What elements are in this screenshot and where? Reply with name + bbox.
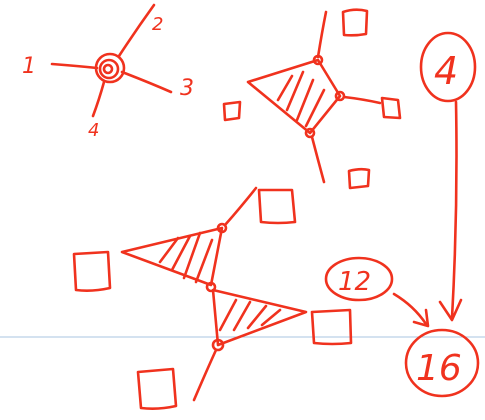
triangle-hatching — [276, 70, 326, 128]
empty-box — [341, 8, 369, 37]
triangle-outline — [246, 58, 342, 135]
leg-lower — [192, 348, 218, 402]
circled-label-4: 4 — [434, 49, 458, 93]
vertex-dot — [205, 281, 217, 293]
circled-label-16: 16 — [416, 348, 462, 389]
port-label-3: 3 — [180, 76, 194, 101]
vertex-dot — [211, 338, 225, 352]
circled-label-12: 12 — [338, 267, 371, 297]
leg-1 — [50, 62, 99, 70]
circled-number-12: 12 — [324, 256, 394, 302]
circled-number-16: 16 — [404, 328, 480, 398]
empty-box — [136, 367, 178, 410]
hand-circle — [419, 31, 477, 103]
hatched-triangle-chain — [120, 186, 308, 402]
empty-box — [222, 100, 242, 122]
arrow-4-to-16 — [450, 100, 458, 320]
port-label-2: 2 — [152, 14, 163, 35]
arrow-12-to-16 — [392, 292, 428, 326]
triangle-hatching — [158, 231, 214, 284]
arrowhead — [438, 298, 463, 322]
triangle-hatching — [218, 298, 282, 332]
empty-box — [310, 308, 353, 346]
leg-top — [316, 10, 328, 59]
vertex-dot — [304, 127, 316, 139]
triangle-outline — [211, 288, 308, 347]
hatched-triangle-top — [246, 10, 382, 184]
node-inner-ring — [102, 63, 114, 75]
port-label-1: 1 — [22, 54, 36, 79]
node-middle-ring — [98, 58, 120, 80]
hand-circle — [324, 256, 394, 302]
empty-box — [380, 96, 402, 120]
leg-2 — [117, 3, 156, 58]
leg-4 — [91, 80, 106, 118]
four-leg-node — [50, 3, 173, 118]
triangle-outline — [120, 226, 224, 287]
empty-box — [72, 250, 112, 292]
leg-bottom — [310, 135, 326, 184]
leg-upper — [223, 186, 258, 227]
port-label-4: 4 — [88, 120, 99, 141]
arrowhead — [412, 308, 430, 328]
empty-box — [347, 167, 371, 190]
circled-number-4: 4 — [419, 31, 477, 103]
vertex-dot — [216, 222, 228, 234]
leg-right — [342, 95, 382, 105]
hand-circle — [404, 328, 480, 398]
empty-box — [257, 188, 297, 225]
leg-3 — [120, 70, 173, 94]
